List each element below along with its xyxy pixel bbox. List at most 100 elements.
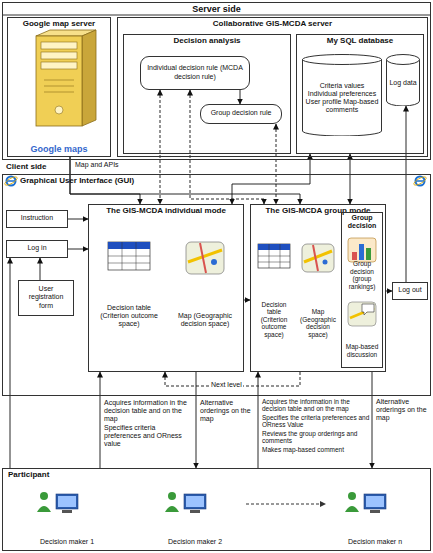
node-text: Log out [398, 286, 421, 294]
ranking-icon-part [348, 238, 376, 262]
user-icon [165, 492, 206, 513]
table-icon [108, 242, 150, 270]
server-box: Collaborative GIS-MCDA serverDecision an… [117, 17, 428, 157]
map-item: Map (Geographic decision space) [297, 240, 339, 340]
discussion-icon [348, 302, 376, 326]
band-divider [2, 15, 431, 16]
user-icon-part [348, 492, 356, 500]
connector [372, 372, 373, 468]
node-text: Individual decision rule (MCDA decision … [143, 64, 247, 80]
map-icon [302, 244, 334, 272]
map-icon-part [313, 245, 318, 271]
node-text: Group decision (group rankings) [345, 260, 379, 290]
node-text: Map (Geographic decision space) [299, 308, 337, 338]
map-icon-part [304, 251, 332, 262]
node-heading: Google map server [23, 19, 95, 28]
table-icon-part [108, 242, 150, 270]
continuation-arrow-part [246, 504, 320, 505]
step-note: Specifies the criteria preferences and O… [262, 414, 370, 429]
connector [100, 372, 101, 468]
node-text: Decision maker n [348, 538, 402, 546]
user-icon-part [186, 496, 204, 507]
ranking-icon-part [366, 248, 371, 260]
connector [10, 258, 11, 468]
user-icon-part [58, 496, 76, 507]
node-text: Group decision rule [211, 109, 272, 117]
user-icon-part [168, 492, 176, 500]
server-box: Google map serverGoogle maps [7, 17, 111, 157]
dashed-connector [276, 124, 277, 204]
node-text: User registration form [21, 285, 71, 309]
browser-icon [4, 175, 19, 186]
edge-label: Next level [210, 381, 243, 389]
user-icon [37, 492, 78, 513]
map-icon-part [323, 260, 328, 265]
connector [196, 372, 197, 468]
map-icon-part [188, 250, 222, 262]
table-item: Decision table (Criterion outcome space) [94, 238, 164, 330]
table-icon-part [108, 256, 150, 257]
table-icon-part [108, 242, 150, 249]
connector [232, 154, 310, 204]
user-icon-part [366, 496, 384, 507]
browser-icon [413, 175, 428, 186]
continuation-arrow-part [320, 501, 326, 507]
rule-box: Individual decision rule (MCDA decision … [140, 56, 250, 90]
node-heading: The GIS-MCDA individual mode [106, 206, 226, 215]
table-icon [258, 244, 290, 268]
user-icon-part [190, 510, 200, 513]
browser-icon-part [4, 175, 19, 186]
discussion-icon-part [348, 302, 376, 326]
section-label: Client side [6, 162, 66, 171]
node-heading: Decision analysis [173, 36, 240, 45]
connector [68, 249, 88, 250]
process-box: Log in [6, 240, 68, 258]
discussion-item: Map-based discussion [343, 298, 381, 360]
svg-part [387, 55, 420, 65]
database-box: My SQL databaseCriteria values Individua… [296, 34, 424, 154]
map-icon-part [186, 242, 224, 274]
dashed-connector [160, 90, 161, 204]
user-item: Decision maker 2 [150, 488, 240, 548]
map-icon-part [211, 259, 217, 265]
node-text: Decision maker 1 [40, 538, 94, 546]
user-item: Decision maker 1 [22, 488, 112, 548]
server-icon-part [82, 30, 96, 126]
node-text: Map-based discussion [345, 343, 379, 358]
svg-part [303, 59, 382, 136]
node-heading: Collaborative GIS-MCDA server [213, 19, 332, 28]
step-note: Alternative orderings on the map [200, 399, 254, 423]
server-icon-part [41, 52, 77, 59]
process-box: Log out [392, 282, 428, 300]
connector [406, 106, 407, 282]
connector [258, 372, 259, 468]
user-icon-part [165, 506, 179, 512]
process-box: User registration form [18, 280, 74, 316]
user-icon-part [364, 494, 386, 509]
step-note: Alternative orderings on the map [376, 398, 428, 422]
browser-icon-part [413, 175, 428, 186]
table-icon-part [258, 262, 290, 263]
table-icon-part [258, 256, 290, 257]
node-text: Instruction [21, 214, 53, 222]
svg-part [303, 55, 382, 65]
server-icon-part [41, 42, 77, 49]
node-text: Decision table (Criterion outcome space) [96, 304, 162, 328]
connector [68, 219, 88, 220]
participant-panel: ParticipantDecision maker 1Decision make… [2, 468, 431, 551]
node-text: Log data [389, 79, 416, 87]
database-cylinder: Criteria values Individual preferences U… [302, 54, 382, 136]
edge-label: Map and APIs [74, 161, 120, 169]
ranking-icon [348, 238, 376, 262]
browser-icon-part [7, 180, 15, 182]
group-box: Group decisionGroup decision (group rank… [341, 212, 383, 368]
table-icon-part [108, 263, 150, 264]
node-text: Criteria values Individual preferences U… [304, 82, 380, 114]
step-note: Makes map-based comment [262, 446, 370, 453]
step-note: Acquires the information in the decision… [262, 398, 370, 413]
server-band: Server sideGoogle map serverGoogle mapsC… [2, 2, 431, 160]
user-icon-part [40, 492, 48, 500]
mode-box: The GIS-MCDA group modeDecision table (C… [250, 204, 386, 372]
continuation-arrow [246, 501, 326, 507]
